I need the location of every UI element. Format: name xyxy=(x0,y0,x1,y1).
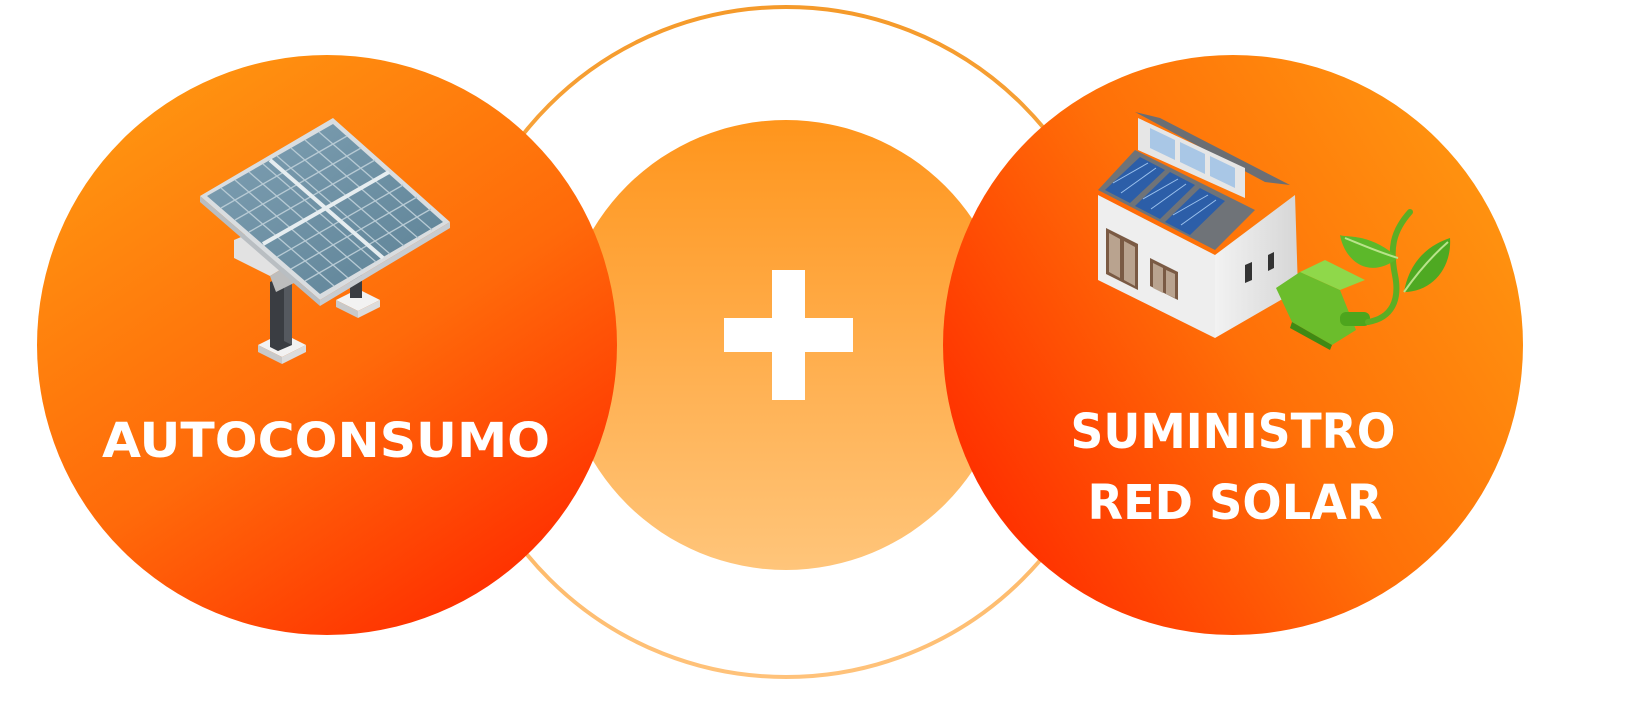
right-circle-suministro xyxy=(943,55,1523,635)
plus-icon xyxy=(724,270,853,400)
autoconsumo-label: AUTOCONSUMO xyxy=(102,413,550,469)
solar-panel-icon xyxy=(200,118,450,364)
left-circle-autoconsumo xyxy=(37,55,617,635)
red-solar-label-line2: RED SOLAR xyxy=(1088,475,1383,531)
suministro-label-line1: SUMINISTRO xyxy=(1071,404,1396,460)
solar-house-plug-icon xyxy=(1098,112,1451,350)
